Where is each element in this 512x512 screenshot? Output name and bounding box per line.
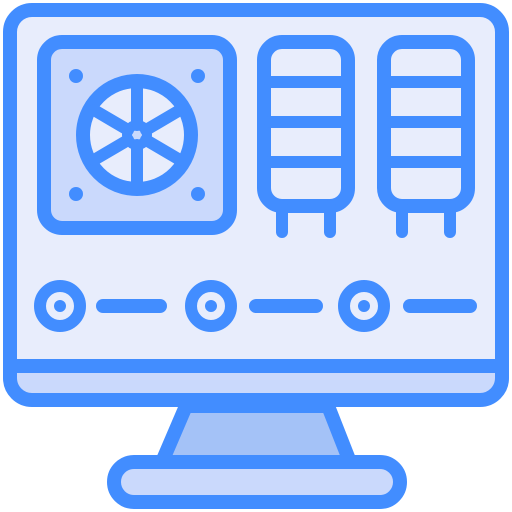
drive-bay-right bbox=[377, 35, 475, 238]
fan-unit bbox=[37, 35, 237, 235]
control-knobs bbox=[34, 280, 477, 332]
monitor-base bbox=[107, 455, 407, 509]
fan-screws bbox=[69, 69, 205, 201]
monitor-stand bbox=[155, 399, 357, 469]
frame-accent bbox=[3, 53, 17, 67]
drive-bay-left bbox=[257, 35, 355, 238]
